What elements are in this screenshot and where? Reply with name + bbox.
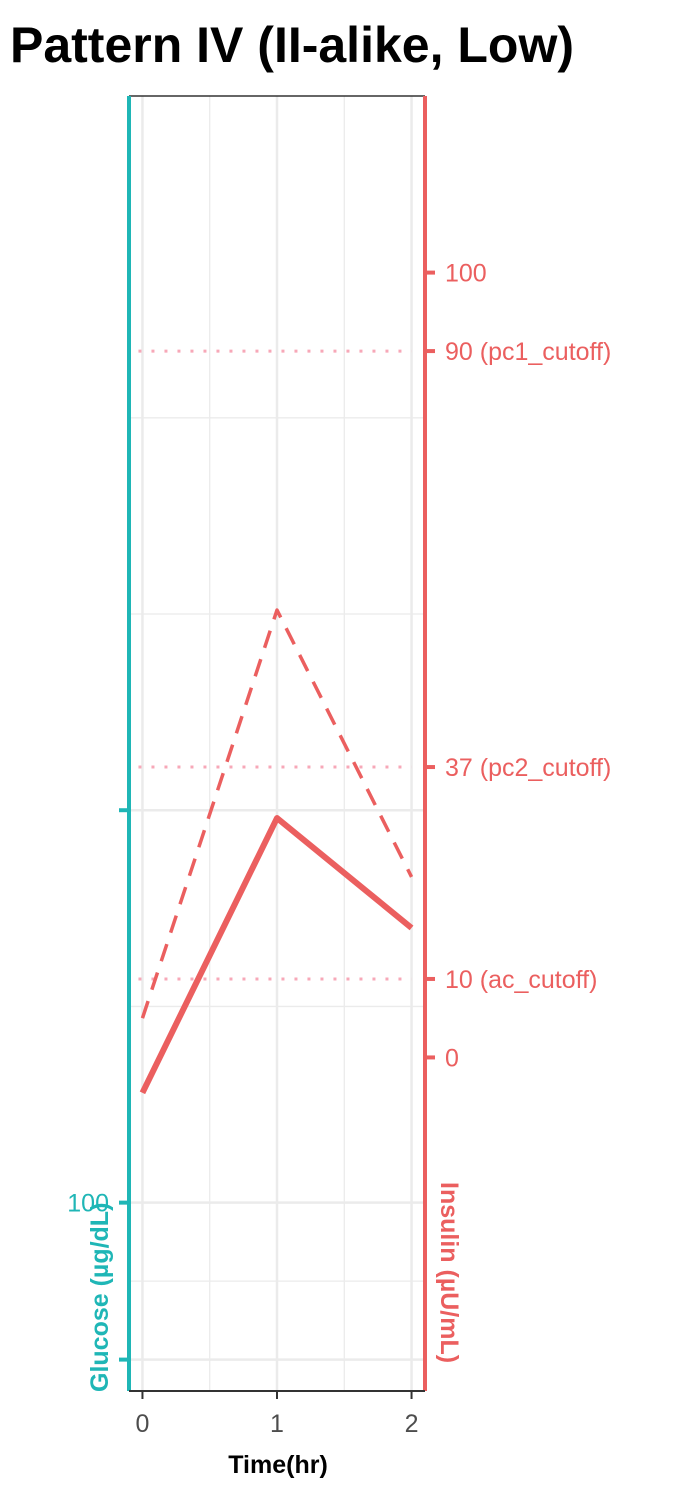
right-y-tick-label: 37 (pc2_cutoff) (445, 754, 611, 782)
x-axis-title: Time(hr) (228, 1451, 328, 1479)
x-tick-label: 0 (136, 1410, 150, 1438)
chart-title: Pattern IV (II-alike, Low) (10, 17, 574, 73)
series-lines (139, 608, 414, 1095)
left-y-axis-title: Glucose (µg/dL) (86, 1203, 114, 1392)
right-y-tick-label: 100 (445, 260, 487, 288)
right-y-tick-label: 90 (pc1_cutoff) (445, 338, 611, 366)
right-y-axis-title: Insulin (µU/mL) (435, 1182, 463, 1363)
x-tick-label: 1 (270, 1410, 284, 1438)
ticks: 0 1 2 100 0 10 (ac_cutoff) 37 (pc2_cutoff) 90 (… (67, 260, 611, 1438)
cutoff-lines (138, 349, 412, 981)
insulin-line (140, 608, 414, 1019)
left-y-tick-label: 100 (67, 1190, 109, 1218)
grid (129, 96, 425, 1391)
glucose-line (139, 815, 414, 1095)
right-y-tick-label: 0 (445, 1044, 459, 1072)
axes (127, 95, 427, 1392)
right-y-tick-label: 10 (ac_cutoff) (445, 966, 597, 994)
x-tick-label: 2 (405, 1410, 419, 1438)
